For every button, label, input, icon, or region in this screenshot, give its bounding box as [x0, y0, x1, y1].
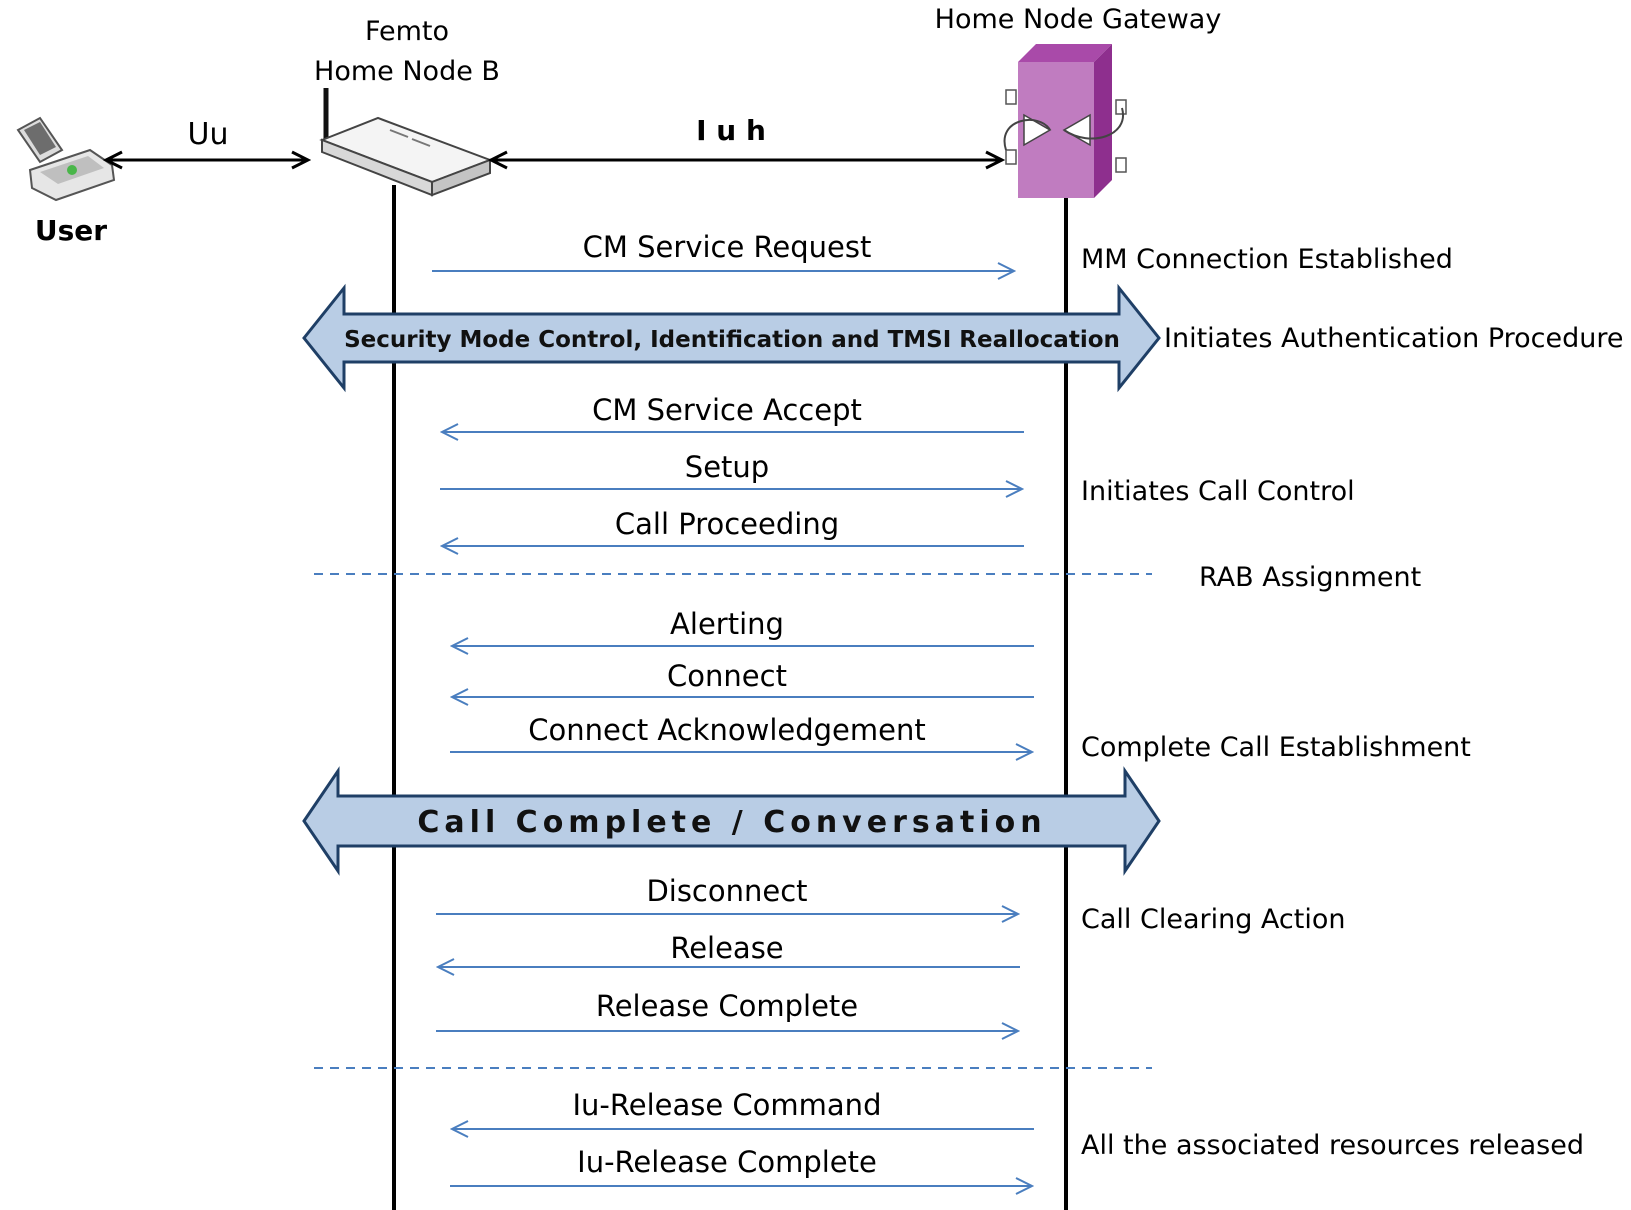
note-authentication: Initiates Authentication Procedure — [1164, 323, 1624, 354]
note-call-clearing: Call Clearing Action — [1081, 904, 1346, 935]
message-label: Setup — [685, 450, 769, 484]
message-5: Connect — [452, 659, 1034, 697]
gateway-icon — [1003, 44, 1127, 198]
note-rab-assignment: RAB Assignment — [1199, 562, 1421, 593]
user-label: User — [35, 214, 107, 247]
message-8: Release — [438, 931, 1020, 967]
note-resources-released: All the associated resources released — [1081, 1130, 1584, 1161]
message-10: Iu-Release Command — [452, 1088, 1034, 1129]
message-1: CM Service Accept — [442, 393, 1024, 432]
message-label: Release — [670, 931, 783, 965]
femto-title-line1: Femto — [365, 16, 449, 47]
gateway-title: Home Node Gateway — [935, 4, 1222, 35]
message-label: Iu-Release Complete — [577, 1145, 877, 1179]
message-label: Disconnect — [646, 874, 807, 908]
message-label: Connect Acknowledgement — [528, 713, 925, 747]
message-3: Call Proceeding — [442, 507, 1024, 546]
note-call-control: Initiates Call Control — [1081, 476, 1355, 507]
message-label: CM Service Accept — [592, 393, 862, 427]
message-label: Release Complete — [596, 989, 858, 1023]
band-call-complete: Call Complete / Conversation — [302, 766, 1161, 876]
message-label: Alerting — [670, 607, 784, 641]
message-9: Release Complete — [436, 989, 1018, 1031]
note-call-establishment: Complete Call Establishment — [1081, 732, 1471, 763]
iuh-interface-label: I u h — [696, 114, 766, 147]
femto-title-line2: Home Node B — [314, 56, 500, 87]
femto-router-icon — [319, 88, 493, 197]
message-11: Iu-Release Complete — [450, 1145, 1032, 1186]
message-4: Alerting — [452, 607, 1034, 646]
uu-interface-label: Uu — [188, 117, 229, 152]
band-call-complete-label: Call Complete / Conversation — [417, 805, 1046, 840]
message-0: CM Service Request — [432, 230, 1014, 271]
message-7: Disconnect — [436, 874, 1018, 914]
note-mm-connection: MM Connection Established — [1081, 244, 1453, 275]
band-security-mode-label: Security Mode Control, Identification an… — [344, 327, 1120, 353]
message-label: Call Proceeding — [615, 507, 839, 541]
message-6: Connect Acknowledgement — [450, 713, 1032, 752]
phone-icon — [16, 116, 116, 202]
message-label: CM Service Request — [583, 230, 872, 264]
band-security-mode: Security Mode Control, Identification an… — [302, 283, 1161, 393]
message-2: Setup — [440, 450, 1022, 489]
message-label: Iu-Release Command — [573, 1088, 882, 1122]
message-label: Connect — [667, 659, 787, 693]
